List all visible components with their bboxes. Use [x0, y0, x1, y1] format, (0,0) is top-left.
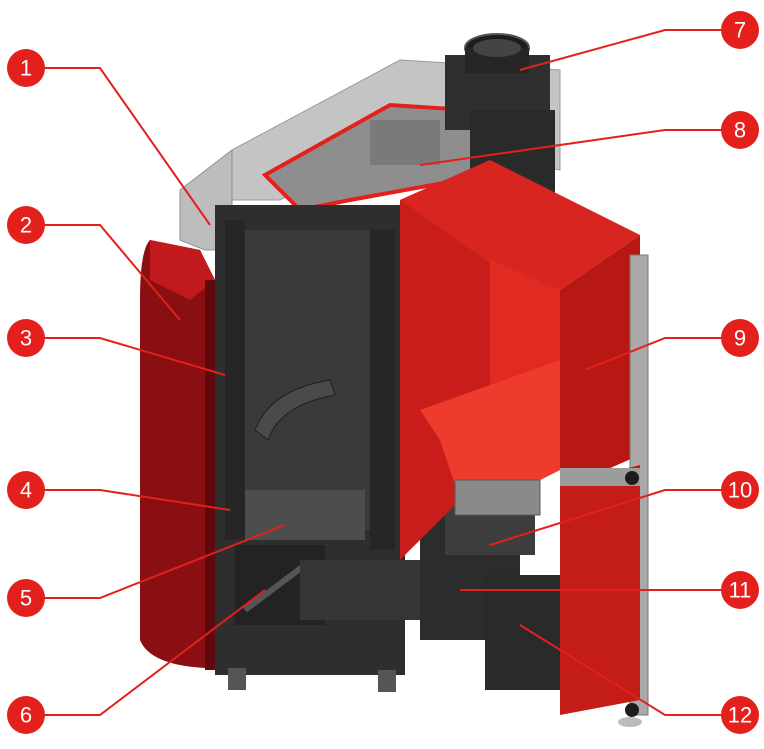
callout-badge-icon [721, 696, 759, 734]
leader-8 [419, 129, 725, 166]
callout-number: 8 [734, 118, 746, 143]
baffle-plate [254, 379, 336, 441]
flue-pipe-inner [473, 39, 521, 57]
callout-6: 6 [7, 696, 45, 734]
left-red-panel [140, 240, 215, 668]
callout-badge-icon [7, 206, 45, 244]
leader-3 [40, 337, 226, 376]
callout-11: 11 [721, 571, 759, 609]
leader-9 [584, 337, 725, 371]
ash-rod [243, 562, 307, 613]
callout-badge-icon [721, 111, 759, 149]
callout-10: 10 [721, 471, 759, 509]
hopper-top [400, 160, 640, 290]
pellet-grid [454, 479, 541, 516]
callout-number: 4 [20, 478, 32, 503]
frame-bolt-top [625, 471, 639, 485]
callout-badge-icon [721, 11, 759, 49]
leader-6 [40, 589, 266, 716]
callout-badge-icon [721, 319, 759, 357]
callout-badge-icon [7, 579, 45, 617]
callout-badge-icon [7, 319, 45, 357]
leader-4 [40, 489, 231, 511]
hopper-side [560, 235, 640, 490]
leader-7 [519, 29, 725, 71]
callout-number: 6 [20, 703, 32, 728]
callout-5: 5 [7, 579, 45, 617]
callout-number: 12 [728, 703, 752, 728]
exchanger-hatch [370, 120, 440, 165]
adjustable-foot [618, 717, 642, 727]
leader-5 [40, 524, 286, 599]
frame-bolt-bottom [625, 703, 639, 717]
left-red-panel-highlight [150, 240, 215, 300]
callout-12: 12 [721, 696, 759, 734]
callout-badge-icon [7, 49, 45, 87]
callout-badge-icon [7, 696, 45, 734]
feed-motor [485, 575, 565, 690]
callout-number: 2 [20, 213, 32, 238]
left-red-panel-edge [205, 280, 217, 670]
callout-number: 1 [20, 56, 32, 81]
callout-3: 3 [7, 319, 45, 357]
callout-number: 5 [20, 586, 32, 611]
combustion-chamber [240, 230, 380, 530]
callout-badge-icon [7, 471, 45, 509]
leader-10 [489, 489, 725, 546]
leader-1 [40, 67, 211, 226]
callout-4: 4 [7, 471, 45, 509]
callout-2: 2 [7, 206, 45, 244]
callout-number: 3 [20, 326, 32, 351]
foot-mid [378, 670, 396, 692]
hopper-bottom-funnel [420, 360, 560, 500]
chamber-wall [225, 220, 245, 540]
callout-number: 11 [729, 578, 752, 603]
leader-lines [40, 29, 725, 716]
callout-number: 7 [734, 18, 746, 43]
callout-badge-icon [721, 471, 759, 509]
leader-12 [519, 624, 725, 716]
foot-left [228, 668, 246, 690]
door-separator [560, 468, 640, 486]
grate [245, 490, 365, 540]
chamber-right-wall [370, 230, 395, 550]
callout-number: 9 [734, 326, 746, 351]
callout-8: 8 [721, 111, 759, 149]
leader-2 [40, 224, 181, 321]
callout-9: 9 [721, 319, 759, 357]
callout-1: 1 [7, 49, 45, 87]
callout-badge-icon [721, 571, 759, 609]
callout-number: 10 [728, 478, 752, 503]
callout-7: 7 [721, 11, 759, 49]
